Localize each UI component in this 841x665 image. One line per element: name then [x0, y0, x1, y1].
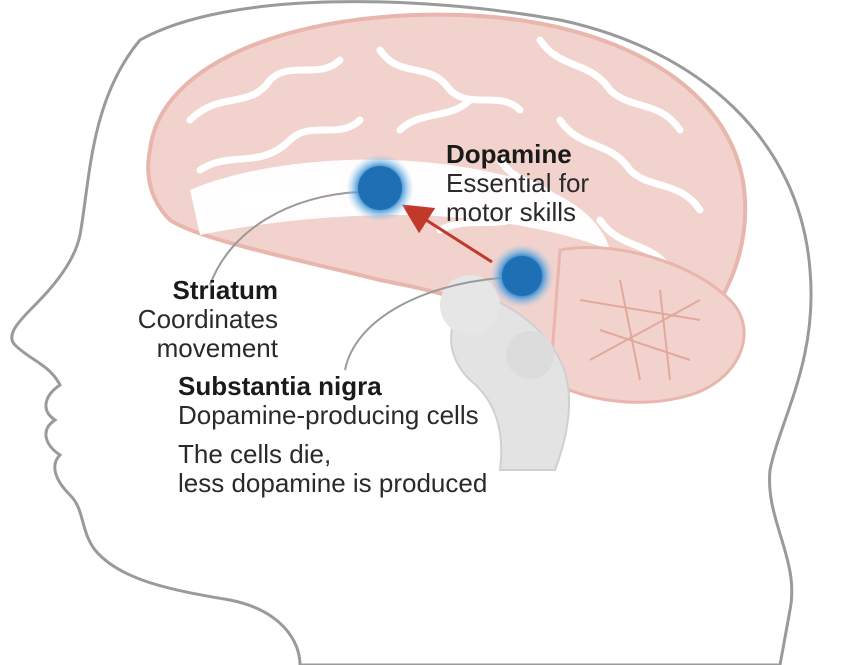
dopamine-desc-line1: Essential for	[446, 169, 589, 198]
dopamine-title: Dopamine	[446, 140, 589, 169]
brainstem-node-upper	[440, 275, 500, 335]
striatum-desc-line1: Coordinates	[14, 305, 278, 334]
striatum-title: Striatum	[14, 276, 278, 305]
dopamine-label: Dopamine Essential for motor skills	[446, 140, 589, 227]
dopamine-desc-line2: motor skills	[446, 198, 589, 227]
brainstem-node-lower	[506, 331, 554, 379]
substantia-nigra-title: Substantia nigra	[178, 372, 479, 401]
substantia-nigra-node	[502, 256, 542, 296]
striatum-label: Striatum Coordinates movement	[14, 276, 278, 363]
striatum-desc-line2: movement	[14, 334, 278, 363]
note-line2: less dopamine is produced	[178, 469, 487, 498]
cell-death-note: The cells die, less dopamine is produced	[178, 440, 487, 498]
note-line1: The cells die,	[178, 440, 487, 469]
substantia-nigra-desc: Dopamine-producing cells	[178, 401, 479, 430]
striatum-node	[358, 166, 402, 210]
substantia-nigra-label: Substantia nigra Dopamine-producing cell…	[178, 372, 479, 430]
